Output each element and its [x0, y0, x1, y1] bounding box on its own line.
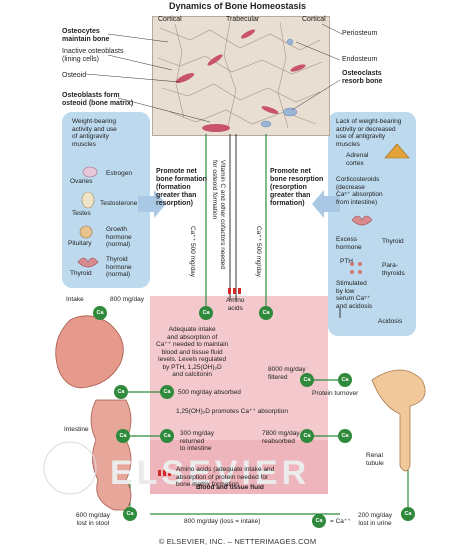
label-estrogen: Estrogen — [106, 170, 132, 178]
label-stimulated: Stimulated by low serum Ca⁵⁺ and acidosi… — [336, 280, 372, 310]
label-adrenal-cortex: Adrenal cortex — [346, 152, 368, 167]
label-promote-formation: Promote net bone formation (formation gr… — [156, 168, 207, 208]
osteoblast-cells — [175, 28, 307, 132]
calcium-marker: Ca — [114, 385, 128, 399]
calcium-marker: Ca — [123, 507, 137, 521]
label-intestine: Intestine — [64, 426, 89, 434]
label-thyroid-right: Thyroid — [382, 238, 404, 246]
testes-icon — [82, 192, 94, 208]
thyroid-icon — [352, 216, 372, 225]
label-adequate-intake: Adequate intake and absorption of Ca⁺⁺ n… — [156, 326, 228, 379]
label-legend-ca: = Ca⁺⁺ — [330, 518, 351, 526]
label-excess-hormone: Excess hormone — [336, 236, 362, 251]
label-growth-hormone: Growth hormone (normal) — [106, 226, 132, 249]
label-periosteum: Periosteum — [342, 30, 377, 38]
calcium-marker: Ca — [116, 429, 130, 443]
left-panel-intro: Weight-bearing activity and use of antig… — [72, 118, 117, 148]
label-promotes-absorption: 1,25(OH)₂D promotes Ca⁺⁺ absorption — [176, 408, 288, 416]
calcium-marker: Ca — [300, 429, 314, 443]
label-thyroid-hormone: Thyroid hormone (normal) — [106, 256, 132, 279]
thyroid-icon — [78, 258, 98, 267]
copyright-footer: © ELSEVIER, INC. – NETTERIMAGES.COM — [0, 538, 475, 546]
label-ca-500-right: Ca⁺⁺ 500 mg/day — [255, 226, 263, 277]
label-pth: PTH — [340, 258, 353, 266]
label-ca-500-left: Ca⁺⁺ 500 mg/day — [189, 226, 197, 277]
calcium-marker: Ca — [93, 306, 107, 320]
label-promote-resorption: Promote net bone resorption (resorption … — [270, 168, 323, 208]
ovaries-icon — [83, 167, 97, 177]
label-osteoid: Osteoid — [62, 72, 86, 80]
label-filtered: 8000 mg/day filtered — [268, 366, 306, 381]
label-vitamin-c: Vitamin C and other cofactors needed for… — [211, 160, 226, 269]
label-osteoblasts-form: Osteoblasts form osteoid (bone matrix) — [62, 92, 133, 108]
label-cortical-right: Cortical — [302, 16, 326, 24]
calcium-marker: Ca — [338, 429, 352, 443]
right-panel-intro: Lack of weight-bearing activity or decre… — [336, 118, 401, 148]
calcium-marker: Ca — [160, 385, 174, 399]
calcium-marker: Ca — [401, 507, 415, 521]
black-flow-lines — [230, 134, 340, 318]
label-osteoclasts: Osteoclasts resorb bone — [342, 70, 382, 86]
label-ovaries: Ovaries — [70, 178, 92, 186]
calcium-marker: Ca — [338, 373, 352, 387]
label-pituitary: Pituitary — [68, 240, 91, 248]
label-loss-intake: 800 mg/day (loss = intake) — [184, 518, 260, 526]
watermark-seal — [44, 442, 96, 494]
label-blood-fluid: Blood and tissue fluid — [196, 484, 264, 492]
label-corticosteroids: Corticosteroids (decrease Ca⁵⁺ absorptio… — [336, 176, 383, 206]
label-protein-turnover: Protein turnover — [312, 390, 358, 398]
label-intake-amount: 800 mg/day — [110, 296, 144, 304]
label-absorbed: 500 mg/day absorbed — [178, 389, 241, 397]
label-inactive-osteoblasts: Inactive osteoblasts (lining cells) — [62, 48, 123, 64]
calcium-marker: Ca — [259, 306, 273, 320]
label-renal-tubule: Renal tubule — [366, 452, 384, 467]
label-amino-acids: Amino acids — [226, 297, 244, 312]
label-intake: Intake — [66, 296, 84, 304]
label-testosterone: Testosterone — [100, 200, 137, 208]
stomach-illustration — [56, 316, 124, 388]
label-thyroid-left: Thyroid — [70, 270, 92, 278]
label-testes: Testes — [72, 210, 91, 218]
label-reabsorbed: 7800 mg/day reabsorbed — [262, 430, 300, 445]
label-lost-urine: 200 mg/day lost in urine — [358, 512, 392, 527]
label-parathyroids: Para- thyroids — [382, 262, 405, 277]
label-osteocytes: Osteocytes maintain bone — [62, 28, 109, 44]
pituitary-icon — [80, 226, 92, 238]
label-returned: 300 mg/day returned to intestine — [180, 430, 214, 453]
label-trabecular: Trabecular — [226, 16, 259, 24]
calcium-legend-marker: Ca — [312, 514, 326, 528]
calcium-marker: Ca — [199, 306, 213, 320]
calcium-marker: Ca — [160, 429, 174, 443]
label-lost-stool: 600 mg/day lost in stool — [76, 512, 110, 527]
label-endosteum: Endosteum — [342, 56, 377, 64]
label-cortical-left: Cortical — [158, 16, 182, 24]
trabecular-bone-texture — [158, 22, 322, 128]
label-acidosis: Acidosis — [378, 318, 402, 326]
